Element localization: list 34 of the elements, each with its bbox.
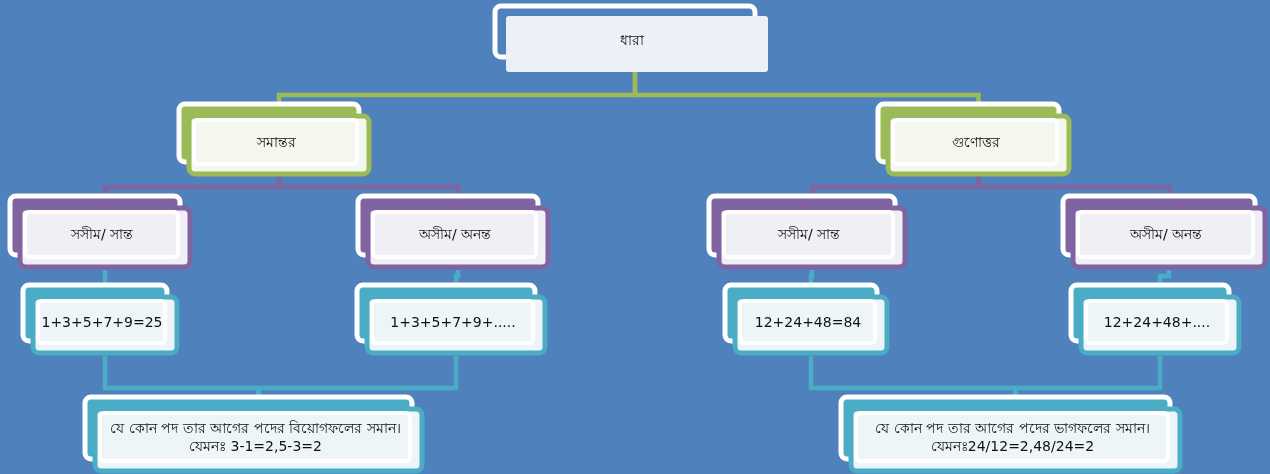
node-label: যেমনঃ 3-1=2,5-3=2 [189, 437, 322, 456]
node-label: ধারা [620, 31, 644, 50]
node-label: সসীম/ সান্ত [777, 225, 841, 244]
hierarchy-box [1060, 193, 1268, 270]
hierarchy-box [82, 394, 425, 474]
hierarchy-box [1068, 282, 1242, 356]
connector-line [276, 177, 461, 195]
hierarchy-box [492, 3, 768, 72]
hierarchy-box [20, 282, 180, 356]
node-label: যে কোন পদ তার আগের পদের ভাগফলের সমান। [875, 418, 1150, 437]
node-label: 1+3+5+7+9=25 [41, 312, 163, 332]
node-label: যেমনঃ24/12=2,48/24=2 [930, 437, 1095, 456]
connector-line [1013, 356, 1163, 396]
node-label: সমান্তর [256, 132, 296, 152]
hierarchy-box [355, 193, 551, 270]
hierarchy-box [722, 282, 890, 356]
connector-line [1157, 270, 1172, 284]
hierarchy-box [706, 193, 908, 270]
node-label: অসীম/ অনন্ত [1129, 225, 1203, 244]
hierarchy-box [7, 193, 193, 270]
connector-line [976, 177, 1172, 195]
node-label: যে কোন পদ তার আগের পদের বিয়োগফলের সমান। [110, 418, 401, 437]
hierarchy-box [176, 101, 372, 177]
hierarchy-box [838, 394, 1183, 474]
node-label: গুণোত্তর [951, 132, 1000, 152]
node-label: 12+24+48=84 [754, 312, 862, 332]
node-label: 1+3+5+7+9+..... [390, 312, 516, 332]
node-label: 12+24+48+.... [1103, 312, 1211, 332]
node-label: সসীম/ সান্ত [70, 225, 134, 244]
connector-line [256, 356, 459, 396]
node-label: অসীম/ অনন্ত [418, 225, 492, 244]
connector-line [632, 72, 981, 103]
hierarchy-box [875, 101, 1072, 177]
hierarchy-box [354, 282, 548, 356]
